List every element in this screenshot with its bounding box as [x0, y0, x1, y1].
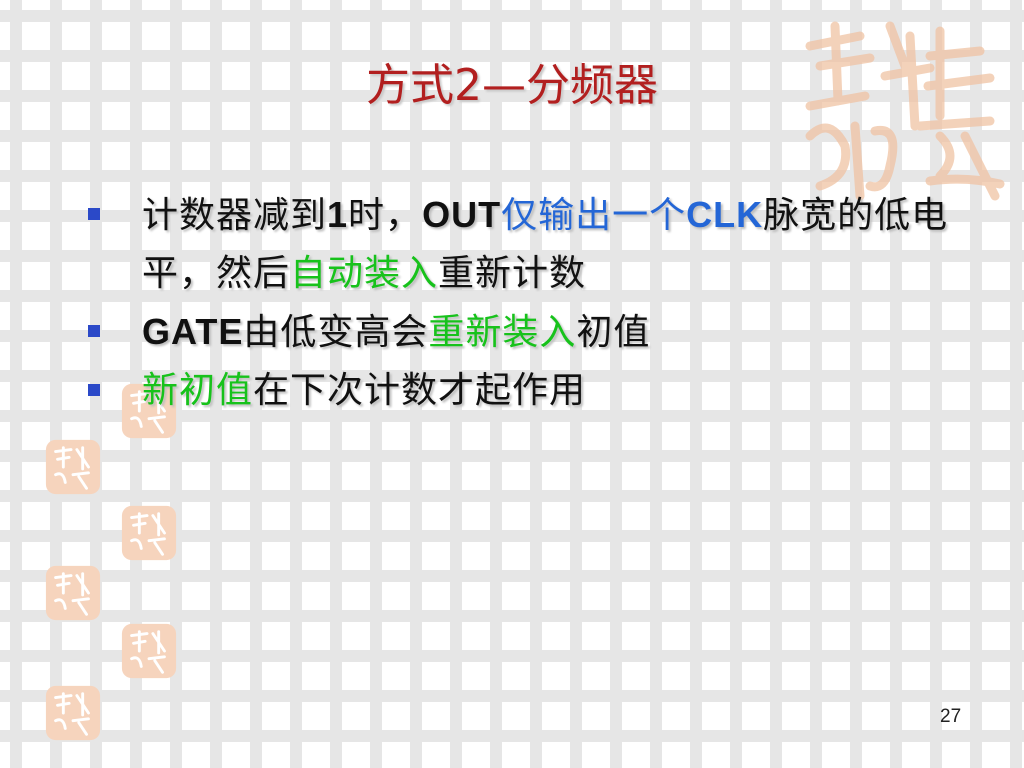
page-number: 27 [940, 706, 962, 727]
text-run: 初值 [576, 312, 651, 353]
bullet-item-counter-reload: 计数器减到1时，OUT仅输出一个CLK脉宽的低电平，然后自动装入重新计数 [82, 186, 987, 303]
text-run: 新初值 [142, 370, 254, 411]
text-run: 在下次计数才起作用 [253, 370, 587, 411]
slide-title: 方式2—分频器 [366, 60, 658, 111]
text-run: GATE [142, 311, 244, 352]
auspicious-seal-decoration-small [45, 565, 101, 621]
auspicious-seal-decoration-small [121, 383, 177, 439]
auspicious-seal-decoration-small [121, 505, 177, 561]
bullet-item-new-initial-value: 新初值在下次计数才起作用 [82, 362, 987, 420]
auspicious-seal-decoration-large [805, 21, 1005, 201]
bullet-item-gate-reload: GATE由低变高会重新装入初值 [82, 303, 987, 362]
text-run: 自动装入 [290, 253, 439, 294]
text-run: 时， [348, 195, 423, 236]
text-run: 重新计数 [438, 253, 587, 294]
bullet-square-icon [88, 325, 100, 337]
text-run: 仅输出一个 [501, 195, 687, 236]
auspicious-seal-decoration-small [45, 439, 101, 495]
text-run: 1 [327, 194, 349, 235]
bullet-square-icon [88, 208, 100, 220]
bullet-square-icon [88, 384, 100, 396]
text-run: CLK [686, 194, 764, 235]
auspicious-seal-decoration-small [121, 623, 177, 679]
text-run: 重新装入 [428, 312, 577, 353]
text-run: 由低变高会 [243, 312, 429, 353]
text-run: OUT [422, 194, 502, 235]
auspicious-seal-decoration-small [45, 685, 101, 741]
bullet-list: 计数器减到1时，OUT仅输出一个CLK脉宽的低电平，然后自动装入重新计数 GAT… [82, 186, 987, 420]
text-run: 脉宽的低电平，然后 [142, 195, 949, 294]
text-run: 计数器减到 [142, 195, 328, 236]
